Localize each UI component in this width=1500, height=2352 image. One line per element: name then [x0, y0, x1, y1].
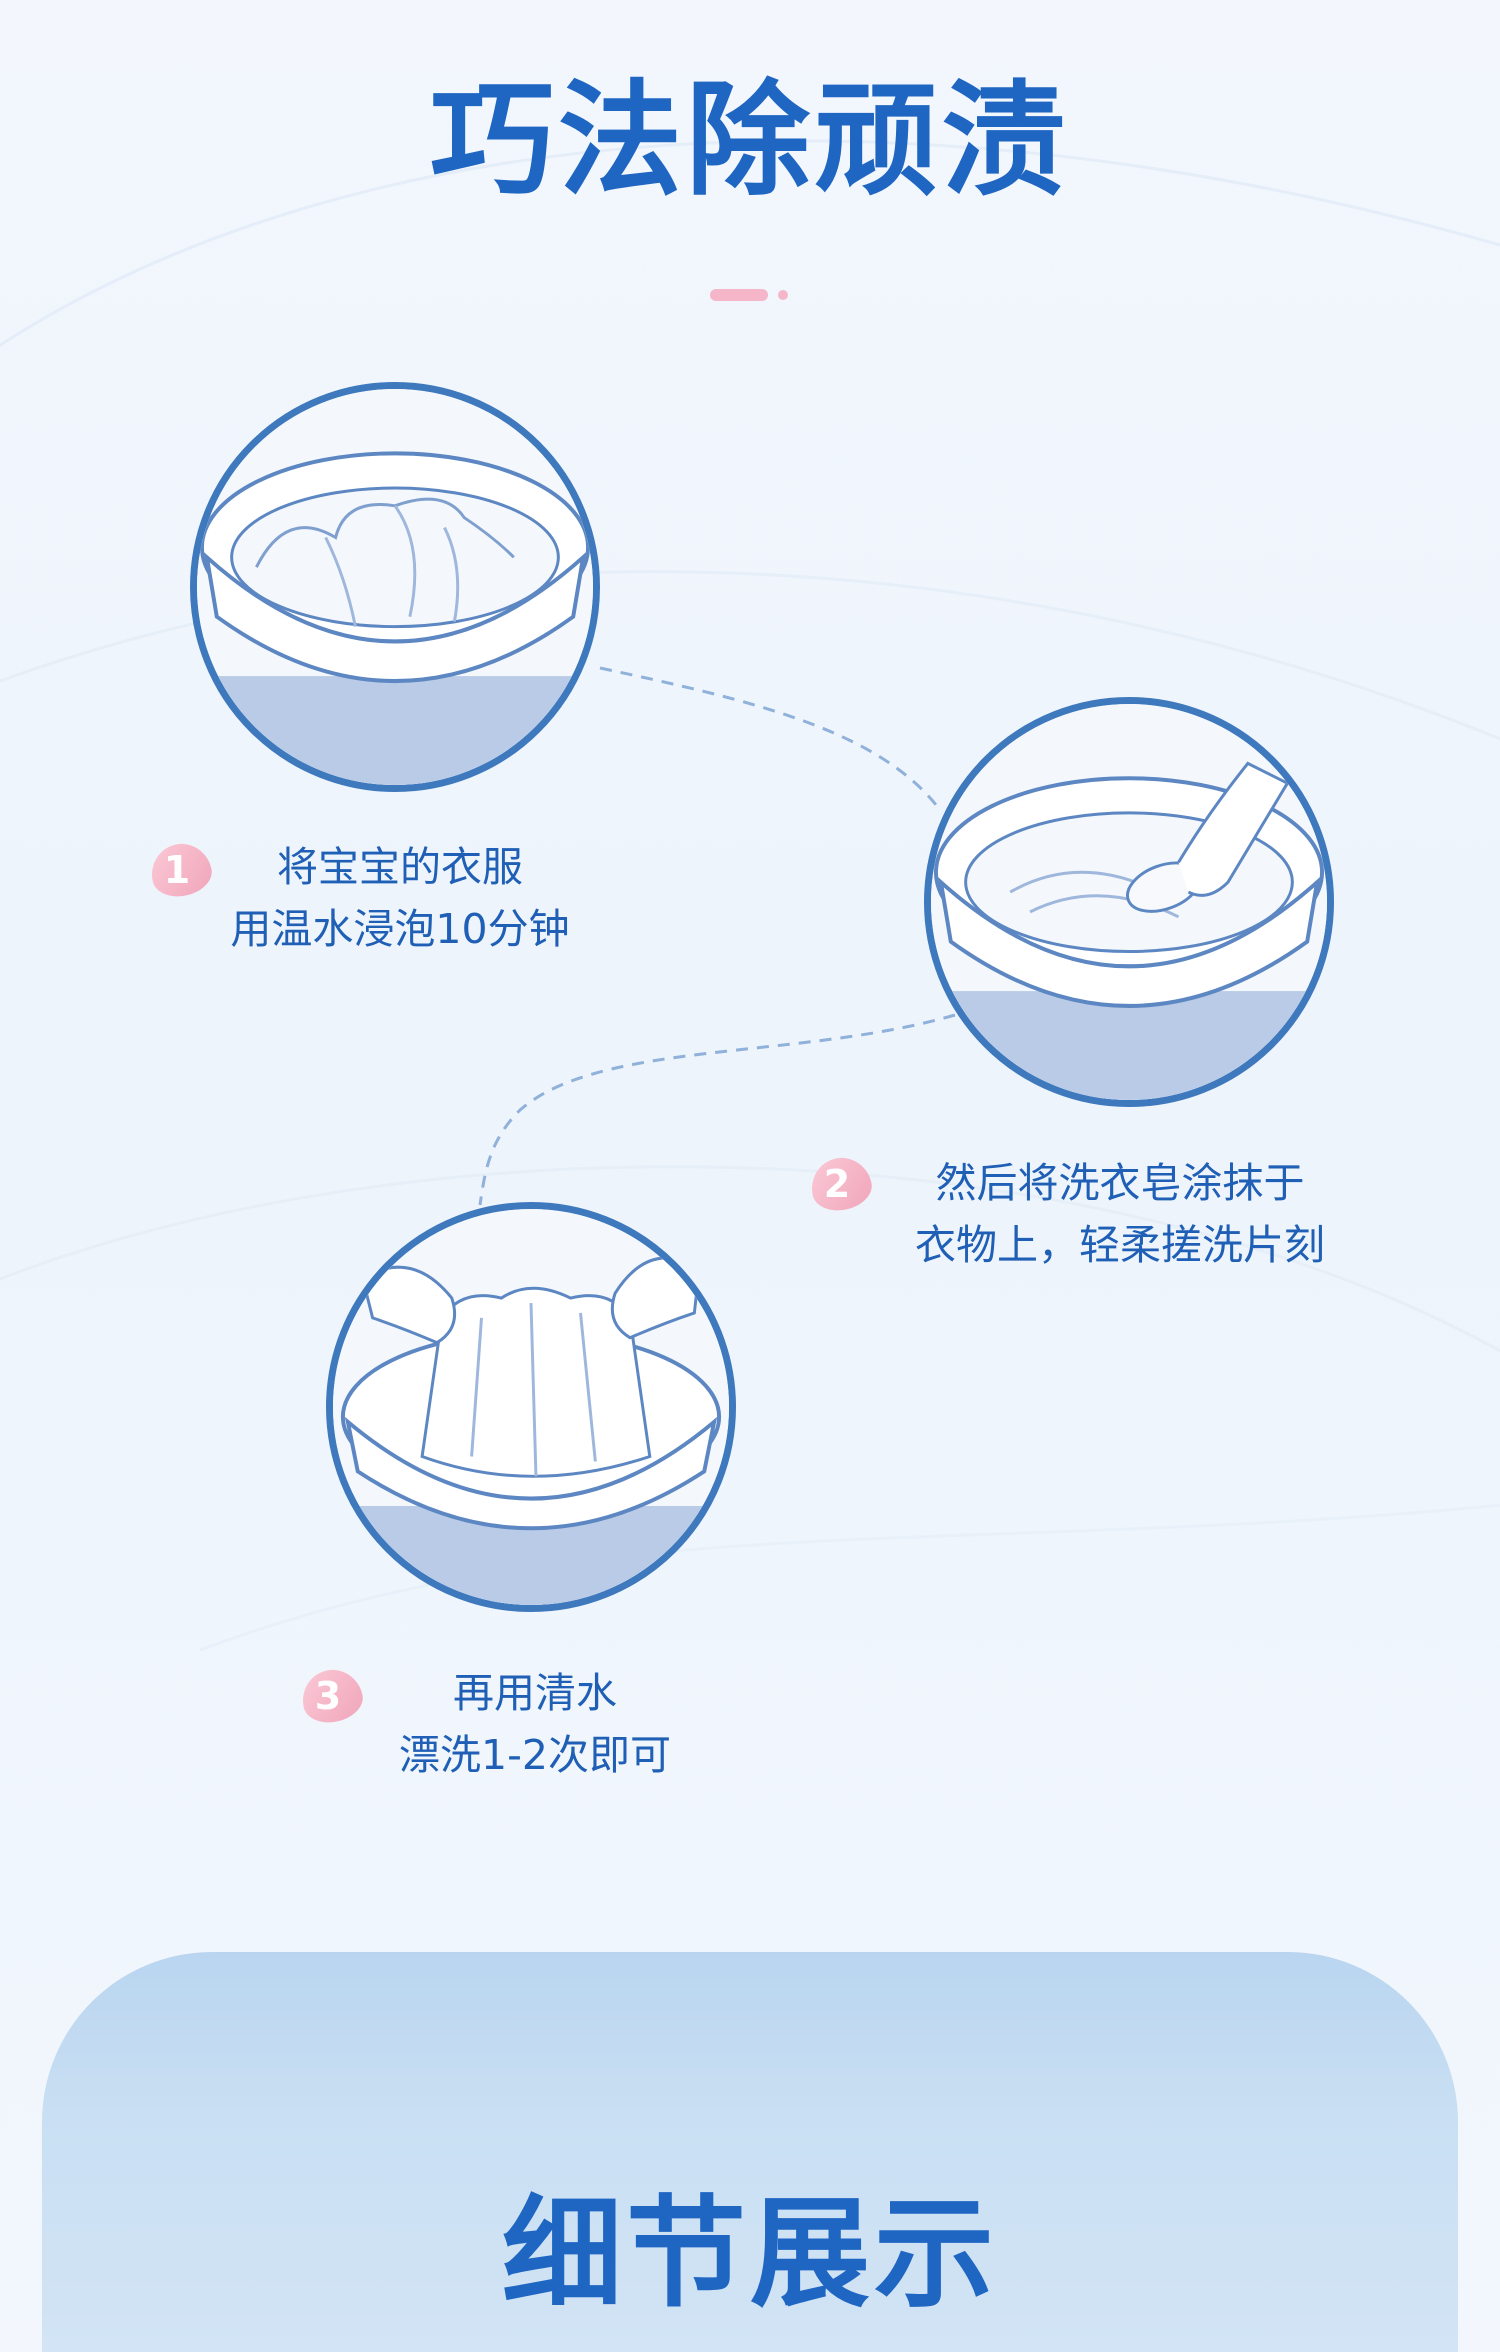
step-3-number: 3: [314, 1674, 342, 1718]
step-3-text: 再用清水 漂洗1-2次即可: [360, 1662, 710, 1786]
accent-bar: [710, 289, 768, 301]
step-1-badge: 1: [145, 838, 223, 904]
step-2-badge: 2: [805, 1152, 883, 1218]
bowl-soaking-clothes-icon: [197, 389, 593, 785]
step-3-line2: 漂洗1-2次即可: [399, 1731, 671, 1779]
step-2-number: 2: [823, 1162, 851, 1206]
step-1-line1: 将宝宝的衣服: [277, 843, 523, 891]
step-2-illustration: [924, 697, 1334, 1107]
step-1-illustration: [190, 382, 600, 792]
step-3-illustration: [326, 1202, 736, 1612]
section-title-stain-removal: 巧法除顽渍: [429, 69, 1070, 213]
step-1-line2: 用温水浸泡10分钟: [230, 905, 570, 953]
section-title-details: 细节展示: [502, 2185, 998, 2324]
step-2-line2: 衣物上，轻柔搓洗片刻: [915, 1221, 1325, 1269]
step-connector-lines: [478, 666, 956, 1206]
hands-rinsing-cloth-icon: [333, 1209, 729, 1605]
step-3-line1: 再用清水: [453, 1669, 617, 1717]
hand-rubbing-soap-icon: [931, 704, 1327, 1100]
detail-section-panel: [42, 1952, 1458, 2352]
step-1-number: 1: [163, 848, 191, 892]
title-accent-divider: [710, 289, 790, 301]
step-2-line1: 然后将洗衣皂涂抹于: [935, 1159, 1305, 1207]
step-2-text: 然后将洗衣皂涂抹于 衣物上，轻柔搓洗片刻: [870, 1152, 1370, 1276]
accent-dot: [778, 290, 788, 300]
step-3-badge: 3: [296, 1664, 374, 1730]
step-1-text: 将宝宝的衣服 用温水浸泡10分钟: [195, 836, 605, 960]
